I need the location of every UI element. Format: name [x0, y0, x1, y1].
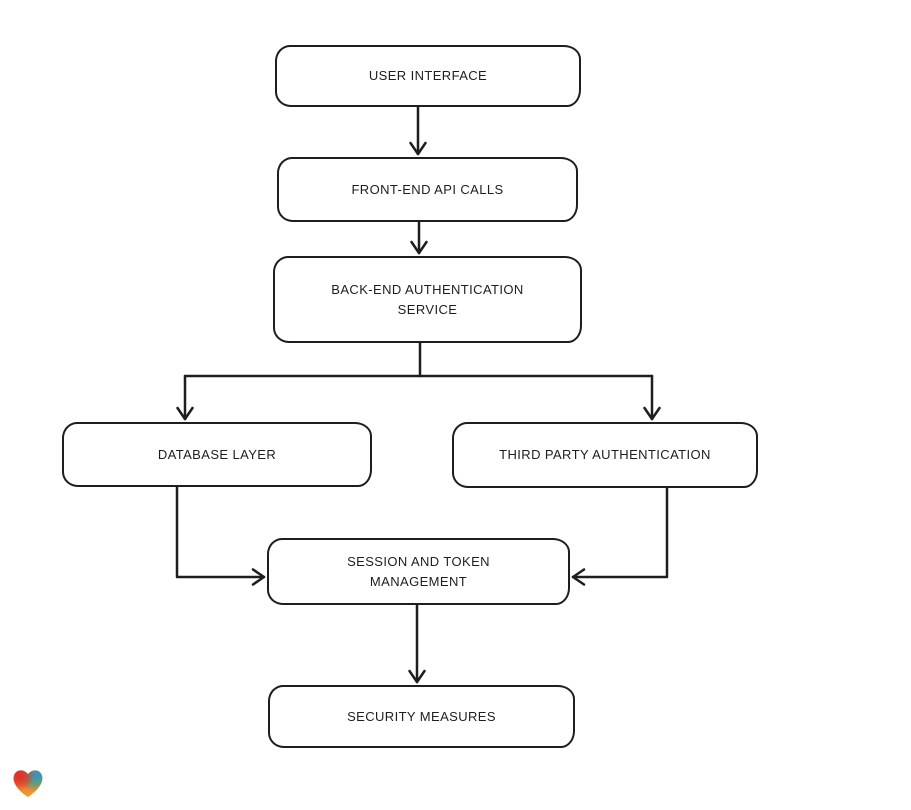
connector-thirdparty-to-session [571, 486, 669, 586]
node-label: BACK-END AUTHENTICATION SERVICE [331, 282, 524, 317]
node-user-interface[interactable]: USER INTERFACE [275, 45, 581, 107]
node-label: THIRD PARTY AUTHENTICATION [499, 447, 711, 463]
node-database-layer[interactable]: DATABASE LAYER [62, 422, 372, 487]
node-label: DATABASE LAYER [157, 446, 277, 462]
node-security-measures[interactable]: SECURITY MEASURES [268, 685, 575, 748]
node-third-party-authentication[interactable]: THIRD PARTY AUTHENTICATION [452, 422, 758, 488]
node-backend-authentication-service[interactable]: BACK-END AUTHENTICATION SERVICE [273, 256, 582, 343]
node-label: USER INTERFACE [368, 68, 488, 84]
node-session-and-token-management[interactable]: SESSION AND TOKEN MANAGEMENT [267, 538, 570, 605]
node-frontend-api-calls[interactable]: FRONT-END API CALLS [277, 157, 578, 222]
node-label: FRONT-END API CALLS [351, 181, 504, 197]
node-label: SECURITY MEASURES [347, 708, 496, 724]
node-label: SESSION AND TOKEN MANAGEMENT [347, 554, 490, 589]
connector-database-to-session [175, 485, 266, 586]
eraser-heart-logo[interactable] [10, 765, 46, 801]
